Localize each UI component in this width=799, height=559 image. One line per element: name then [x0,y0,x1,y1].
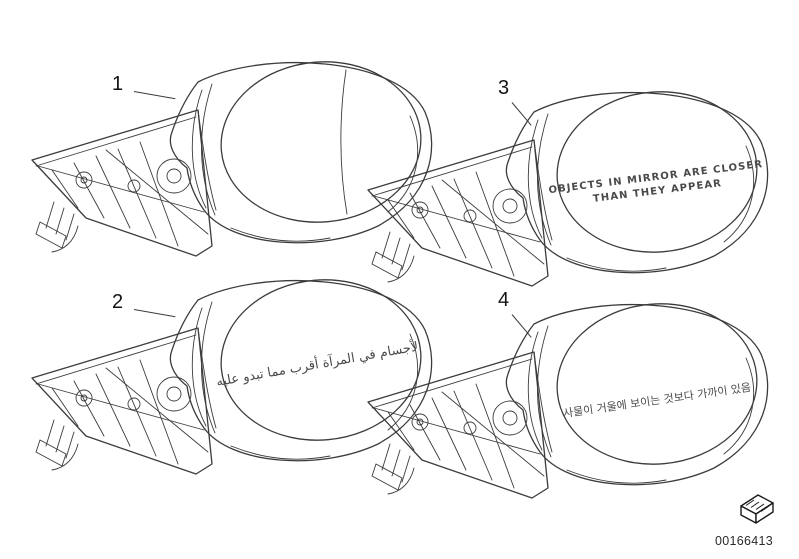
callout-2[interactable]: 2 [112,291,124,313]
mirror-unit-4: 사물이 거울에 보이는 것보다 가까이 있음 4 [362,289,774,504]
callout-1[interactable]: 1 [112,73,124,95]
mirror-unit-1: 1 [26,50,438,262]
callout-4[interactable]: 4 [498,289,510,311]
mirror-drawing-4: 사물이 거울에 보이는 것보다 가까이 있음 [362,292,774,504]
wide-angle-divider-line [340,69,348,215]
mirror-unit-2: الأجسام في المرآة أقرب مما تبدو عليه 2 [26,268,438,480]
callout-3[interactable]: 3 [498,77,510,99]
mirror-drawing-1 [26,50,438,262]
glass-warning-text-ko: 사물이 거울에 보이는 것보다 가까이 있음 [562,381,751,420]
part-number: 00166413 [714,534,773,548]
hatched-box-icon [740,494,774,524]
mirror-drawing-2: الأجسام في المرآة أقرب مما تبدو عليه [26,268,438,480]
mirror-unit-3: OBJECTS IN MIRROR ARE CLOSER THAN THEY A… [362,77,774,292]
mirror-drawing-3: OBJECTS IN MIRROR ARE CLOSER THAN THEY A… [362,80,774,292]
